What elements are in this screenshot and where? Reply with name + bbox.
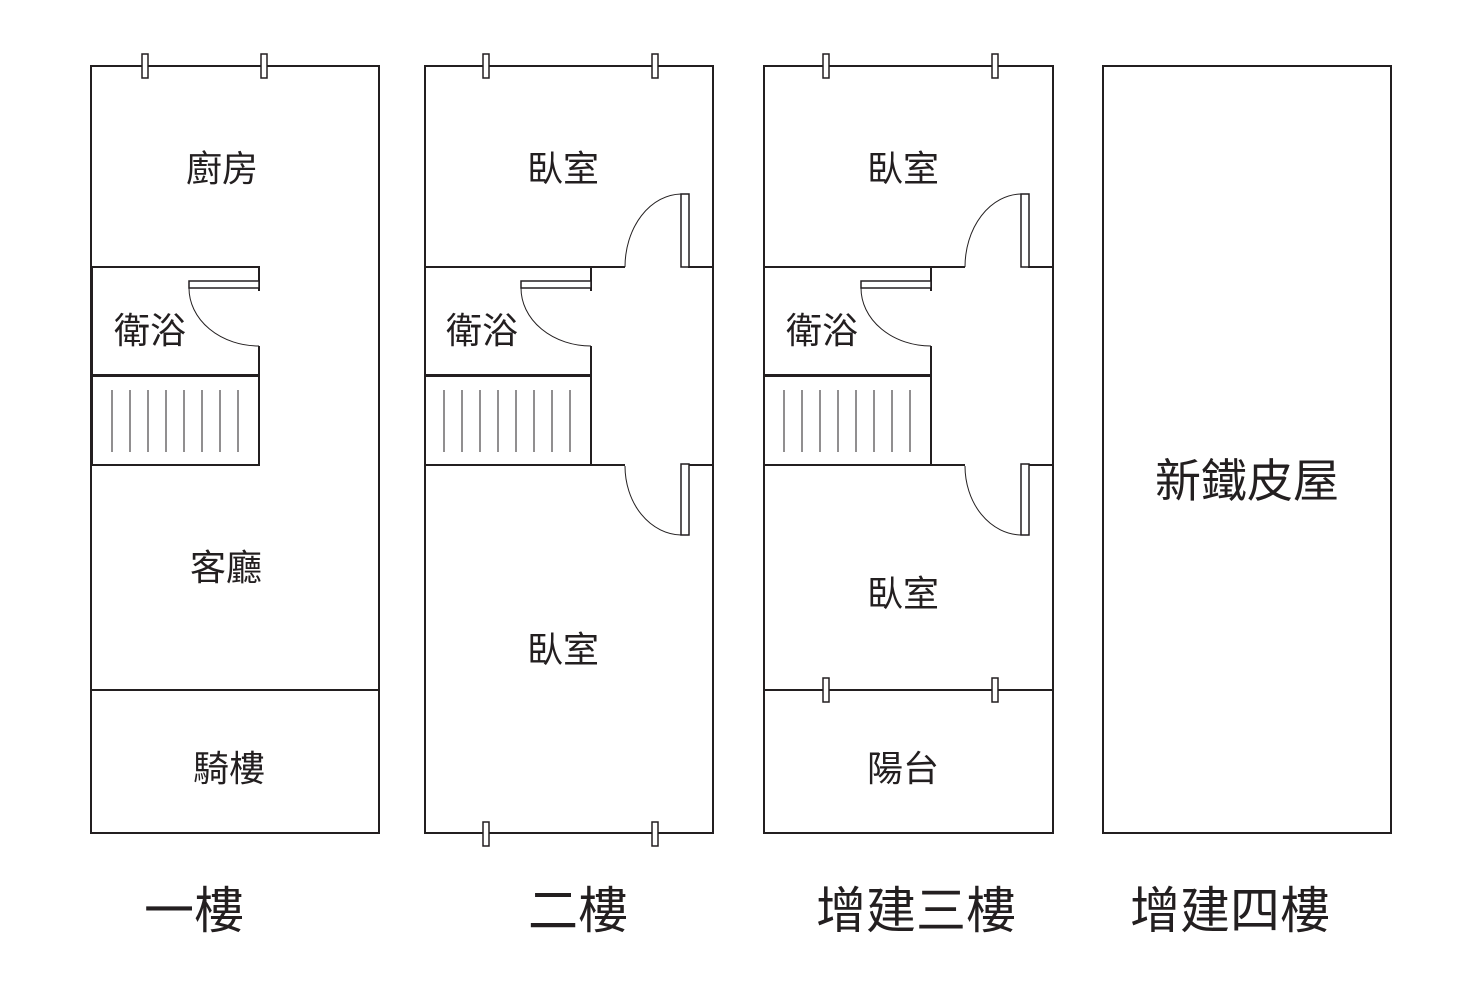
floor-3-plan: 臥室 衛浴 臥室 陽台: [763, 53, 1054, 834]
stair-treads: [783, 390, 911, 452]
room-label-main: 新鐵皮屋: [1155, 454, 1339, 508]
room-label-bath: 衛浴: [114, 311, 186, 352]
room-label-arcade: 騎樓: [193, 749, 265, 790]
stair-treads: [443, 390, 571, 452]
bathroom-door-swing: [860, 287, 932, 347]
floor-3-title: 增建三樓: [816, 882, 1016, 940]
room-label-kitchen: 廚房: [186, 149, 258, 190]
window-marker: [991, 53, 999, 79]
door-leaf: [1020, 193, 1030, 268]
room-label-bath: 衛浴: [786, 311, 858, 352]
room-label-bedroom-bottom: 臥室: [527, 630, 599, 671]
window-marker: [822, 677, 830, 703]
room-label-bedroom-top: 臥室: [867, 149, 939, 190]
window-marker: [141, 53, 149, 79]
room-label-balcony: 陽台: [867, 749, 939, 790]
door-swing: [624, 465, 682, 536]
floor-1-stairs: [91, 375, 260, 466]
door-swing: [964, 465, 1022, 536]
window-marker: [482, 821, 490, 847]
bathroom-door-leaf: [860, 280, 932, 289]
floor-1-title: 一樓: [144, 882, 244, 940]
floor-1-bathroom-walls: [91, 266, 260, 376]
bathroom-door-swing: [520, 287, 592, 347]
floor-1-plan: 廚房 衛浴 客廳 騎樓: [90, 53, 380, 834]
door-leaf: [1020, 463, 1030, 536]
room-label-living: 客廳: [190, 548, 262, 589]
floor-4-outline: [1102, 65, 1392, 834]
room-label-bedroom-bottom: 臥室: [867, 574, 939, 615]
floor-2-title: 二樓: [528, 882, 628, 940]
window-marker: [991, 677, 999, 703]
door-swing: [624, 193, 682, 268]
floor-2-plan: 臥室 衛浴 臥室: [424, 53, 714, 847]
window-marker: [651, 821, 659, 847]
stair-treads: [111, 390, 239, 452]
door-leaf: [680, 193, 690, 268]
door-swing: [964, 193, 1022, 268]
room-label-bedroom-top: 臥室: [527, 149, 599, 190]
window-marker: [651, 53, 659, 79]
floor-3-stairs: [763, 375, 932, 466]
floor-4-title: 增建四樓: [1130, 882, 1330, 940]
bathroom-door-leaf: [520, 280, 592, 289]
floor-2-stairs: [424, 375, 592, 466]
floor-4-plan: 新鐵皮屋: [1102, 65, 1392, 834]
bathroom-door-swing: [188, 287, 260, 347]
room-label-bath: 衛浴: [446, 311, 518, 352]
bathroom-door-leaf: [188, 280, 260, 289]
window-marker: [822, 53, 830, 79]
window-marker: [482, 53, 490, 79]
window-marker: [260, 53, 268, 79]
door-leaf: [680, 463, 690, 536]
